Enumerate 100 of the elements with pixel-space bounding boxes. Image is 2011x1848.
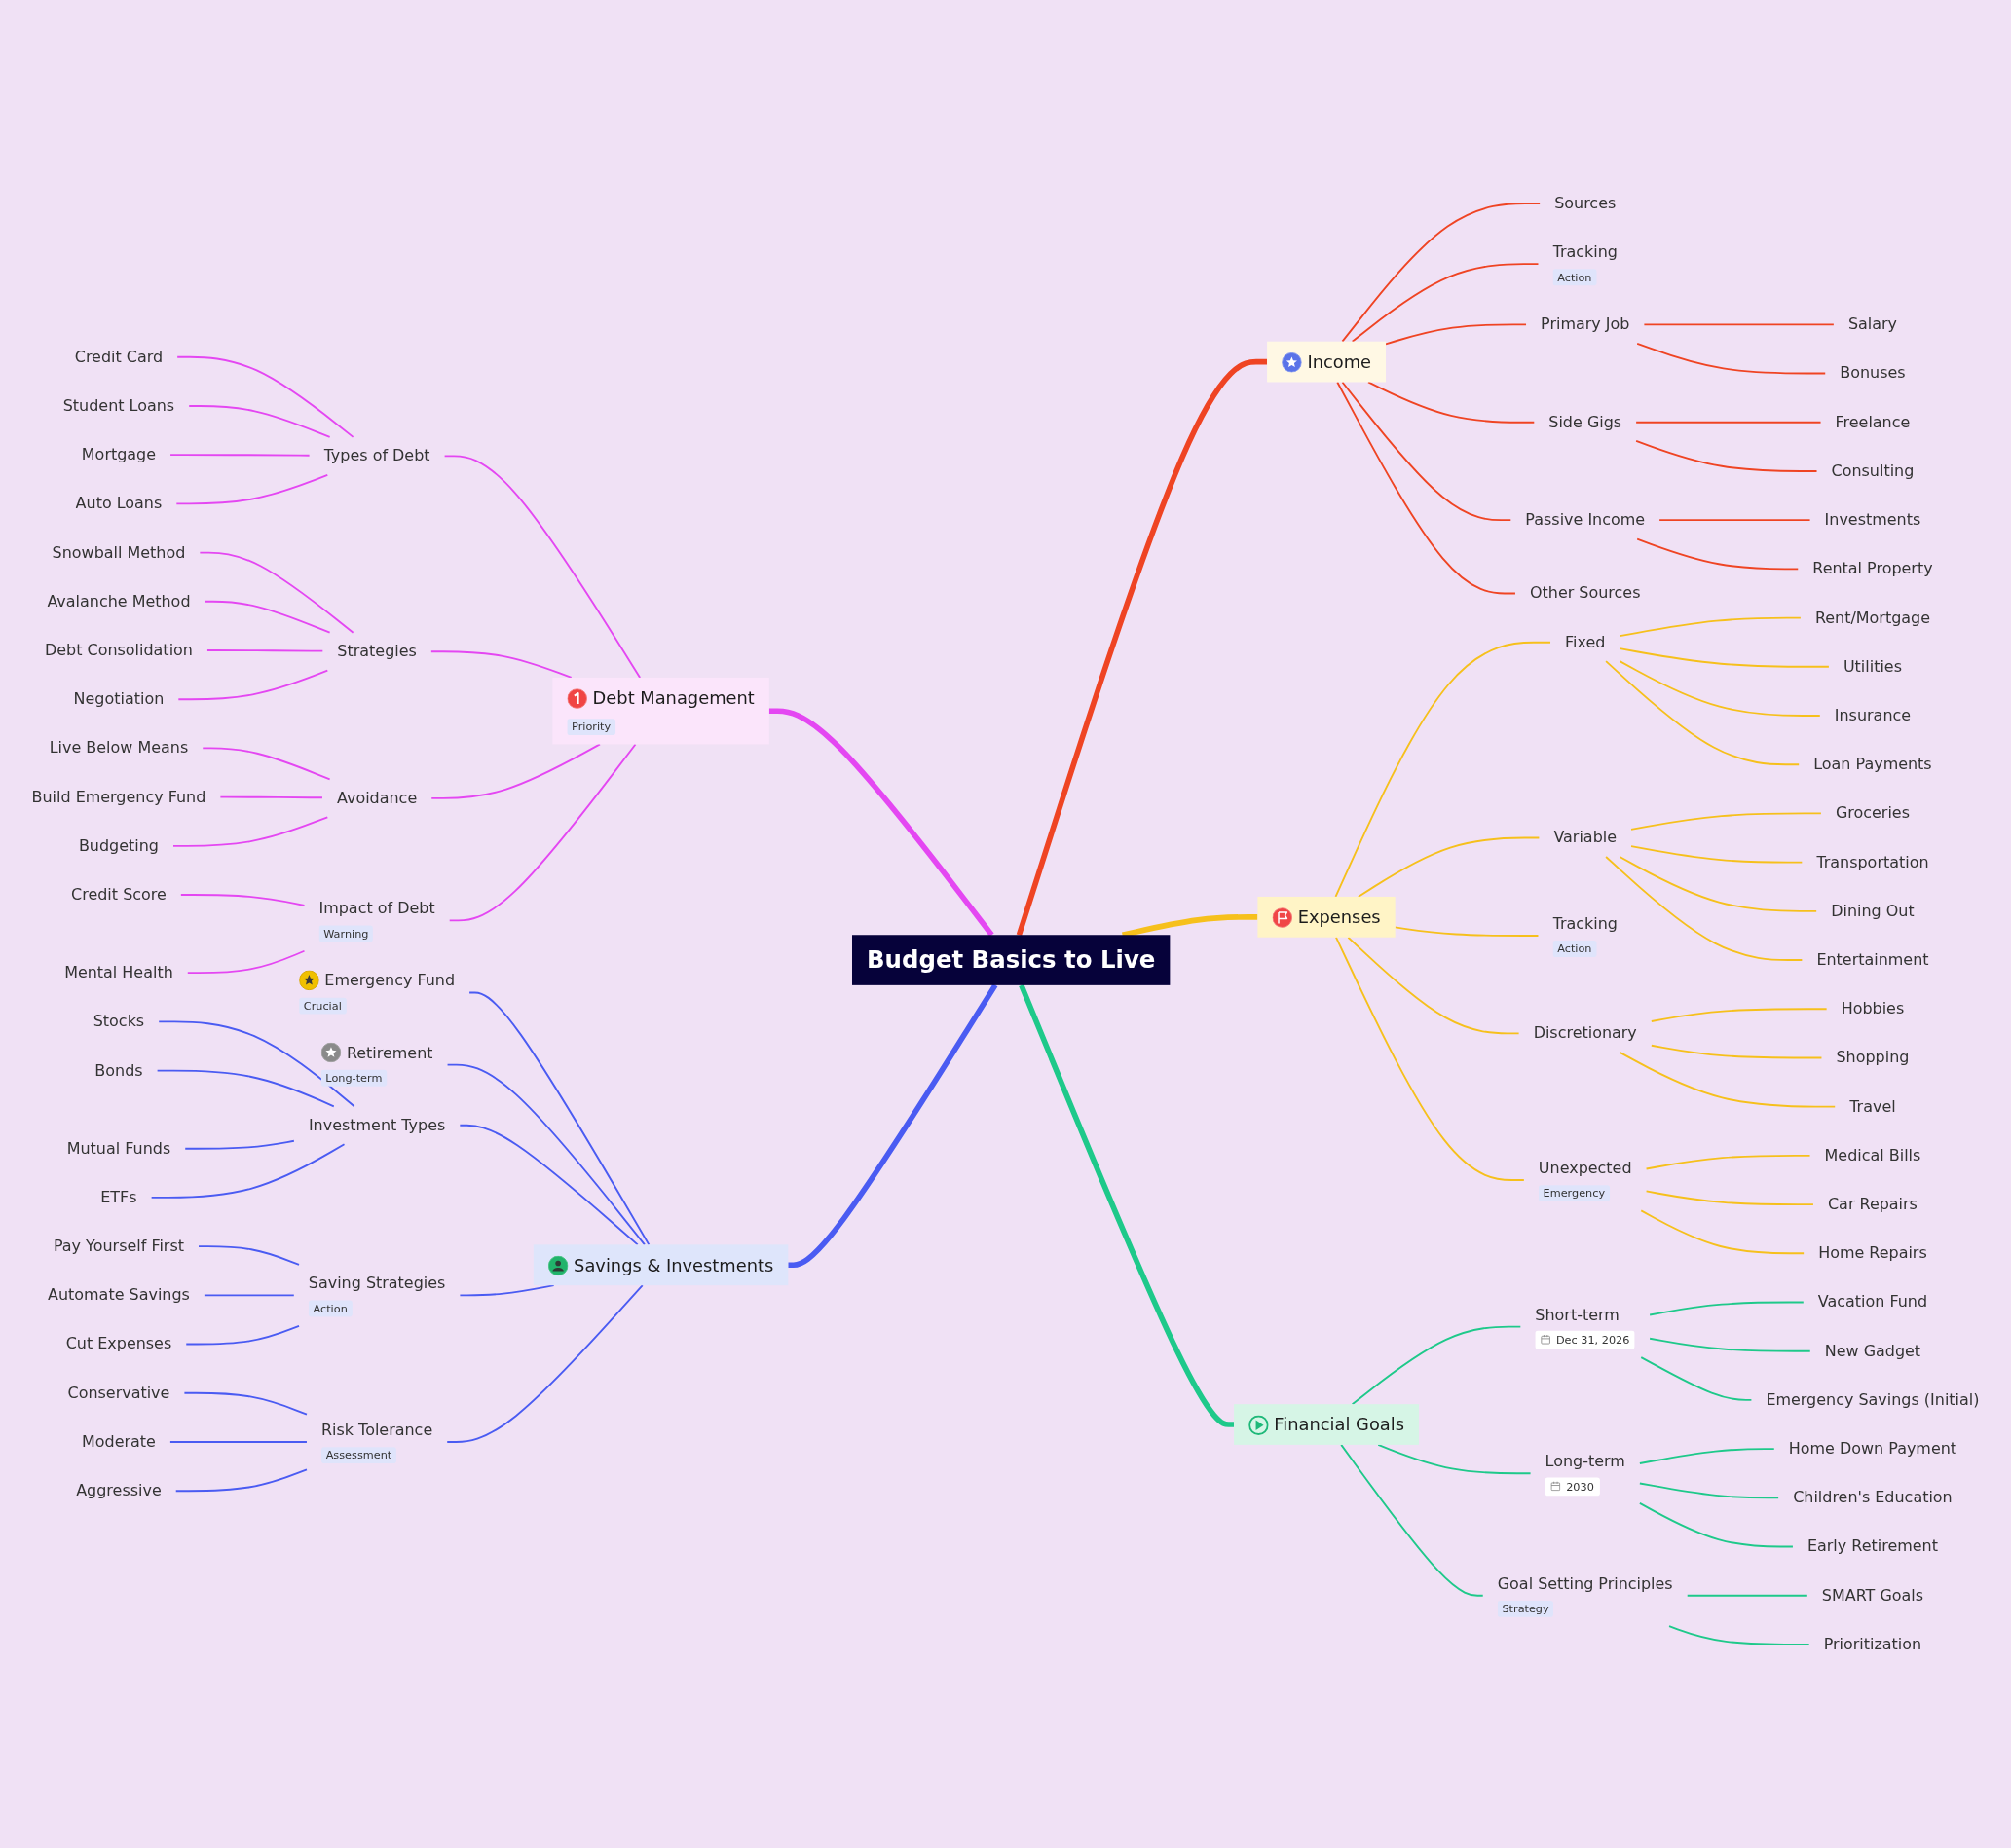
- connector: [1636, 342, 1827, 375]
- connector: [1619, 1051, 1837, 1108]
- connector: [429, 650, 573, 679]
- connector: [468, 991, 651, 1246]
- node-text: Discretionary: [1533, 1023, 1637, 1043]
- node-label: Saving Strategies: [308, 1274, 446, 1293]
- connector: [1630, 812, 1822, 831]
- node-text: Utilities: [1843, 656, 1902, 676]
- connector: [1643, 323, 1835, 326]
- connector: [1377, 1444, 1532, 1475]
- node-text: Freelance: [1835, 412, 1911, 431]
- node-text: Vacation Fund: [1817, 1292, 1928, 1312]
- node-text: Consulting: [1831, 461, 1915, 480]
- node-text: Entertainment: [1816, 949, 1929, 969]
- connector: [443, 455, 642, 679]
- node-text: Home Down Payment: [1788, 1439, 1957, 1458]
- node-text: Avalanche Method: [47, 591, 191, 610]
- node-text: Avoidance: [336, 788, 418, 807]
- connector: [1650, 1044, 1823, 1059]
- connector: [1347, 936, 1520, 1035]
- connector: [1650, 1008, 1828, 1022]
- node-text: Snowball Method: [52, 542, 186, 562]
- connector: [179, 894, 306, 906]
- node-text: ETFs: [100, 1187, 137, 1206]
- node-text: Passive Income: [1525, 510, 1646, 529]
- connector: [1619, 660, 1821, 717]
- node-text: Investment Types: [308, 1115, 446, 1134]
- node-text: Medical Bills: [1824, 1145, 1921, 1164]
- node-text: Stocks: [93, 1012, 145, 1031]
- connector: [1668, 1625, 1810, 1645]
- connector: [1658, 519, 1811, 522]
- node-text: Automate Savings: [48, 1285, 190, 1305]
- node-text: Aggressive: [76, 1481, 162, 1499]
- connector: [1636, 537, 1800, 571]
- node-box: Dec 31, 2026: [1535, 1330, 1636, 1349]
- connector: [1394, 926, 1540, 937]
- connector: [1645, 1154, 1811, 1170]
- node-box: Income: [1267, 341, 1386, 383]
- node-text: Debt Consolidation: [44, 640, 193, 659]
- connector: [1367, 381, 1536, 424]
- node-label: Retirement: [346, 1043, 433, 1062]
- connector: [1640, 1356, 1753, 1401]
- connector: [158, 1020, 355, 1108]
- node-text: Children's Education: [1793, 1488, 1953, 1507]
- connector: [203, 1294, 295, 1297]
- connector: [1619, 647, 1830, 668]
- node-text: Hobbies: [1841, 999, 1905, 1017]
- node-box: Expenses: [1257, 896, 1396, 938]
- connector: [174, 1468, 308, 1493]
- connector: [430, 743, 601, 799]
- connector: [184, 1139, 295, 1150]
- node-text: Rental Property: [1812, 559, 1933, 578]
- node-text: Mortgage: [81, 445, 157, 463]
- connector: [219, 795, 323, 799]
- connector: [1341, 203, 1542, 343]
- connector: [1638, 1502, 1794, 1548]
- node-box: Debt Management Priority: [552, 677, 769, 745]
- node-label: Tracking: [1552, 242, 1618, 261]
- node-text: Mental Health: [64, 963, 173, 981]
- connector: [1630, 845, 1804, 864]
- connector: [448, 743, 637, 922]
- connector: [177, 669, 329, 701]
- connector: [1605, 856, 1804, 961]
- node-text: Side Gigs: [1548, 412, 1622, 431]
- node-text: New Gadget: [1824, 1341, 1921, 1360]
- connector: [1645, 1190, 1814, 1206]
- connector: [1619, 856, 1818, 912]
- node-text: Live Below Means: [49, 738, 189, 758]
- connector: [1649, 1337, 1811, 1352]
- node-text: Mutual Funds: [66, 1138, 171, 1158]
- connector: [1336, 381, 1516, 595]
- node-text: Conservative: [67, 1383, 170, 1402]
- node-text: Bonuses: [1840, 363, 1906, 383]
- connector: [788, 983, 998, 1269]
- node-text: Emergency Savings (Initial): [1766, 1389, 1980, 1409]
- connector: [1385, 323, 1527, 346]
- connector: [185, 1324, 300, 1346]
- node-text: Other Sources: [1529, 583, 1641, 603]
- connector: [183, 1391, 308, 1416]
- connector: [1640, 1209, 1806, 1255]
- connector: [1619, 616, 1802, 638]
- node-text: Variable: [1553, 828, 1618, 847]
- connector: [1605, 660, 1801, 766]
- connector: [188, 405, 331, 438]
- node-text: Prioritization: [1823, 1634, 1922, 1653]
- node-box: Long-term: [320, 1069, 388, 1087]
- connector: [459, 1284, 555, 1297]
- connector: [459, 1124, 639, 1246]
- connector: [199, 551, 354, 634]
- node-text: Early Retirement: [1806, 1536, 1938, 1556]
- node-text: Home Repairs: [1818, 1243, 1927, 1262]
- connector: [1334, 641, 1551, 898]
- node-text: Types of Debt: [323, 446, 430, 465]
- connector: [168, 1441, 308, 1443]
- connector: [206, 649, 324, 652]
- node-label: Emergency Fund: [324, 971, 456, 990]
- connector: [1635, 421, 1822, 424]
- connector: [186, 949, 306, 975]
- connector: [1635, 439, 1818, 472]
- node-text: Shopping: [1836, 1048, 1910, 1067]
